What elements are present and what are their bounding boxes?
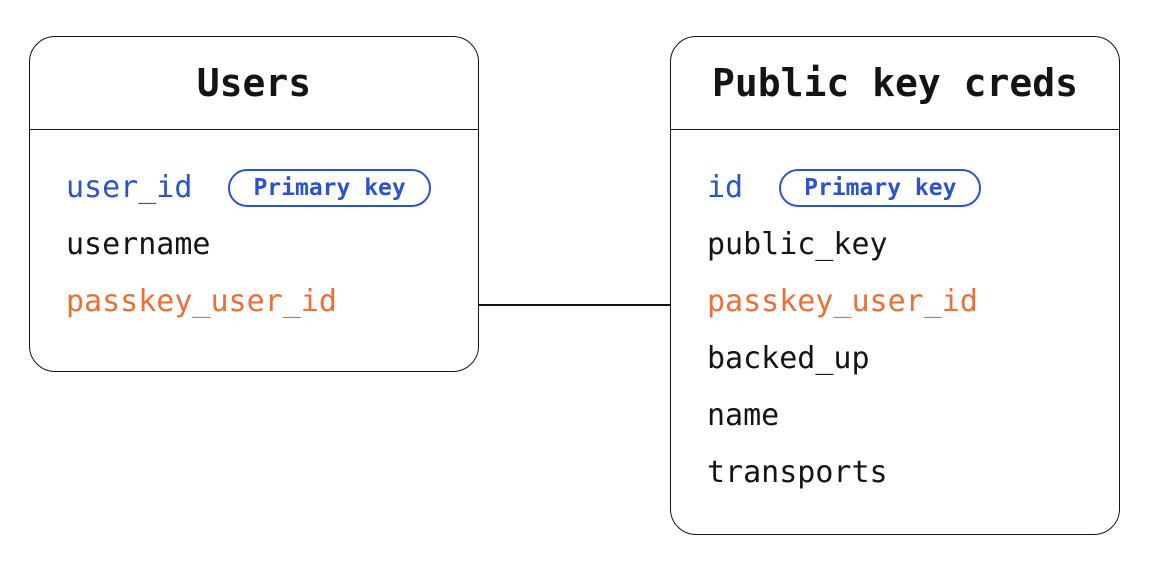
field-name: passkey_user_id <box>66 284 337 319</box>
field-name: name <box>707 398 780 433</box>
field-name: passkey_user_id <box>707 284 978 319</box>
table-public-key-creds: Public key creds id Primary key public_k… <box>670 36 1120 535</box>
table-public-key-creds-fields: id Primary key public_key passkey_user_i… <box>671 130 1119 501</box>
field-row-passkey-user-id: passkey_user_id <box>707 273 1119 330</box>
field-name: public_key <box>707 227 888 262</box>
field-row-backed-up: backed_up <box>707 330 1119 387</box>
field-row-name: name <box>707 387 1119 444</box>
field-name: username <box>66 227 211 262</box>
field-row-public-key: public_key <box>707 216 1119 273</box>
primary-key-badge: Primary key <box>228 168 431 207</box>
field-row-transports: transports <box>707 444 1119 501</box>
field-name: backed_up <box>707 341 870 376</box>
table-users: Users user_id Primary key username passk… <box>29 36 479 372</box>
table-users-header: Users <box>30 37 478 130</box>
primary-key-badge: Primary key <box>779 168 982 207</box>
table-users-fields: user_id Primary key username passkey_use… <box>30 130 478 330</box>
field-name: transports <box>707 455 888 490</box>
field-row-id: id Primary key <box>707 159 1119 216</box>
field-name: id <box>707 170 744 205</box>
table-title: Public key creds <box>711 61 1079 105</box>
field-row-passkey-user-id: passkey_user_id <box>66 273 478 330</box>
field-row-user-id: user_id Primary key <box>66 159 478 216</box>
relationship-line <box>479 304 670 306</box>
table-title: Users <box>196 61 312 105</box>
table-public-key-creds-header: Public key creds <box>671 37 1119 130</box>
field-row-username: username <box>66 216 478 273</box>
field-name: user_id <box>66 170 193 205</box>
